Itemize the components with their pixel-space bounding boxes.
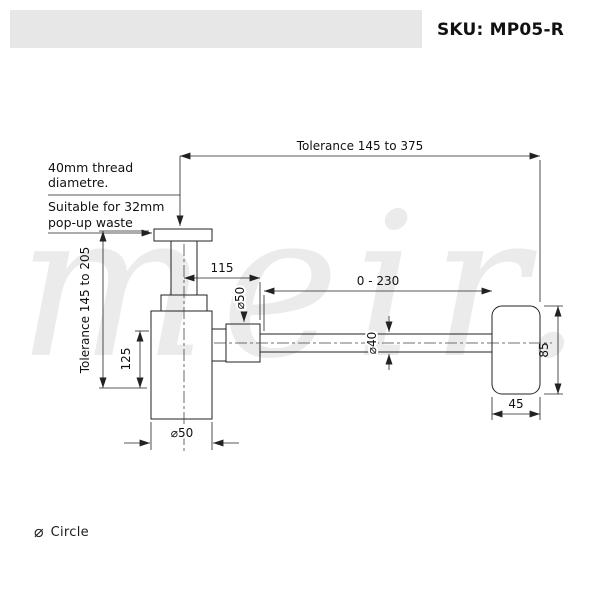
wall-flange (491, 305, 541, 395)
dia-40-pipe-label: ⌀40 (365, 332, 379, 355)
dim-115-label: 115 (211, 261, 234, 275)
dim-tolerance-top-label: Tolerance 145 to 375 (296, 139, 424, 153)
trap-body (150, 310, 213, 420)
popup-note-line1: Suitable for 32mm (48, 199, 164, 214)
popup-note-line2: pop-up waste (48, 215, 133, 230)
dim-125-label: 125 (119, 348, 133, 371)
dim-tolerance-left-label: Tolerance 145 to 205 (78, 247, 92, 375)
circle-shape-icon: ⌀ (34, 522, 44, 541)
dim-85-label: 85 (537, 342, 551, 357)
sku-label: SKU: MP05-R (436, 20, 564, 40)
brand-watermark: meir. (17, 170, 596, 403)
dia-50-nut-label: ⌀50 (233, 287, 247, 310)
shape-variant-label: Circle (50, 524, 89, 540)
dim-45-label: 45 (508, 397, 523, 411)
dim-range-label: 0 - 230 (357, 274, 400, 288)
inlet-flange (153, 228, 213, 242)
thread-note-line1: 40mm thread (48, 160, 133, 175)
header-bar (10, 10, 422, 48)
dia-50-body-label: ⌀50 (171, 426, 194, 440)
shape-variant: ⌀ Circle (34, 524, 89, 540)
thread-note-line2: diametre. (48, 175, 108, 190)
